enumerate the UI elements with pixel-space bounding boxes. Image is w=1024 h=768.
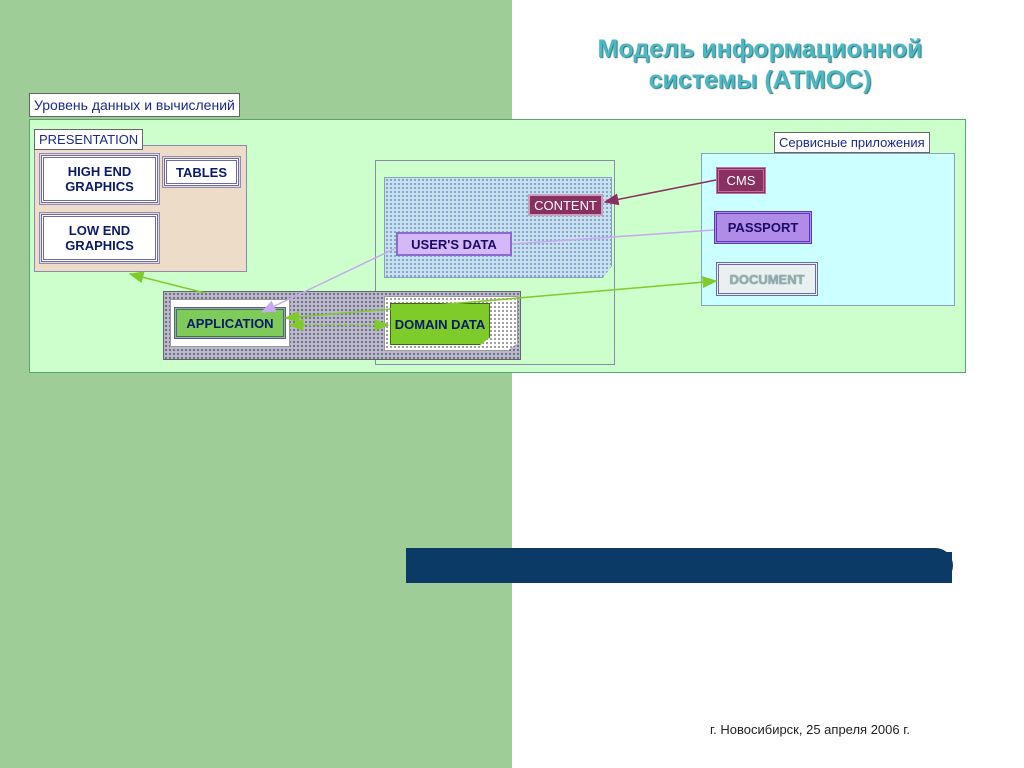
decorative-bar-tab [922, 552, 952, 583]
node-domain-data: DOMAIN DATA [390, 303, 490, 345]
node-high-end-graphics: HIGH END GRAPHICS [39, 153, 160, 205]
node-tables: TABLES [162, 156, 241, 188]
slide-title-line2: системы (АТМОС) [648, 66, 872, 94]
node-low-end-graphics: LOW END GRAPHICS [39, 212, 160, 264]
node-cms: CMS [716, 167, 766, 194]
services-label: Сервисные приложения [774, 132, 930, 153]
node-application: APPLICATION [174, 307, 286, 339]
node-document: DOCUMENT [716, 262, 818, 296]
node-passport: PASSPORT [714, 211, 812, 244]
presentation-label: PRESENTATION [34, 129, 144, 150]
decorative-bar [406, 548, 953, 583]
slide-title-line1: Модель информационной [597, 35, 923, 63]
data-level-label: Уровень данных и вычислений [29, 93, 240, 117]
node-users-data: USER'S DATA [396, 232, 512, 256]
footer-date: г. Новосибирск, 25 апреля 2006 г. [710, 722, 911, 737]
node-content: CONTENT [528, 194, 603, 216]
slide-title: Модель информационной системы (АТМОС) [540, 34, 980, 96]
data-storage-area [384, 177, 612, 278]
